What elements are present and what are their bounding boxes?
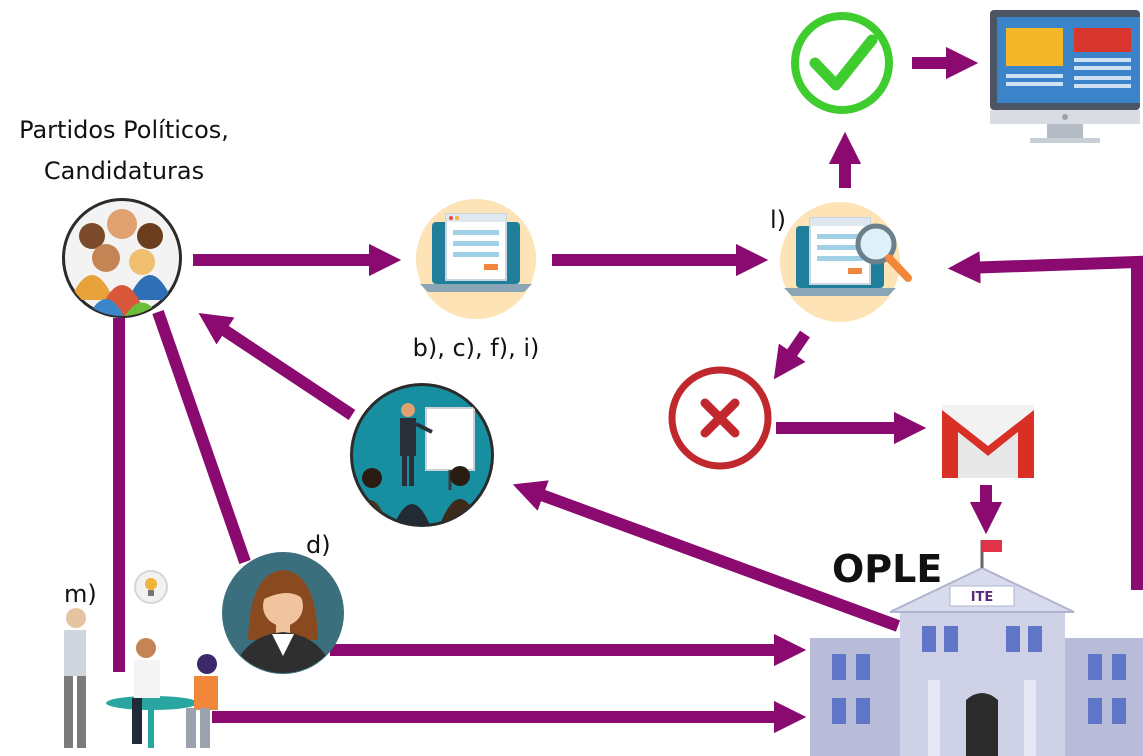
arrow-ople-to-training	[512, 480, 901, 632]
ople-node: OPLE ITE	[810, 540, 1143, 756]
check-circle-icon	[791, 12, 893, 114]
laptop-form-icon	[416, 199, 536, 319]
cross-circle-icon	[668, 366, 772, 470]
laptop-magnifier-icon	[780, 202, 912, 322]
publish-node	[990, 10, 1140, 143]
parties-node: Partidos Políticos, Candidaturas	[19, 116, 229, 318]
ople-sign: ITE	[971, 590, 994, 605]
meeting-people-icon	[64, 570, 218, 748]
arrow-ople-to-review	[947, 251, 1143, 590]
arrow-training-to-parties	[198, 313, 356, 420]
person-node: d)	[222, 531, 344, 674]
review-node: l)	[770, 202, 912, 322]
line-parties-to-person	[152, 310, 251, 564]
training-node	[350, 383, 494, 527]
email-node	[942, 405, 1034, 478]
rejected-node	[668, 366, 772, 470]
ople-building-icon: ITE	[810, 540, 1143, 756]
group-people-icon	[62, 198, 182, 318]
person-label: d)	[306, 531, 331, 559]
monitor-webpage-icon	[990, 10, 1140, 143]
meeting-label: m)	[64, 580, 97, 608]
parties-label-line2: Candidaturas	[44, 157, 204, 185]
ople-label: OPLE	[832, 547, 942, 591]
gmail-icon	[942, 405, 1034, 478]
review-label: l)	[770, 206, 786, 234]
submission-label: b), c), f), i)	[413, 334, 540, 362]
parties-label-line1: Partidos Políticos,	[19, 116, 229, 144]
approved-node	[791, 12, 893, 114]
submission-node: b), c), f), i)	[413, 199, 540, 362]
arrows	[113, 46, 1143, 734]
meeting-node: m)	[64, 570, 218, 748]
woman-avatar-icon	[222, 552, 344, 674]
arrow-review-to-rejected	[773, 330, 810, 380]
presentation-icon	[350, 383, 494, 527]
